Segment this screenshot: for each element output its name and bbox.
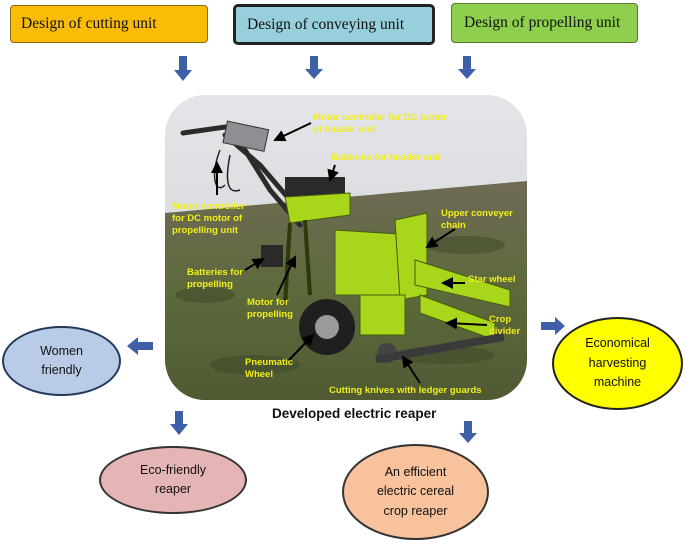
econ-line-2: harvesting <box>588 355 647 370</box>
arrow-right-economical <box>541 317 565 335</box>
eff-line-1: An efficient <box>384 464 447 479</box>
arrow-down-eco <box>170 411 188 435</box>
eco-friendly-ellipse: Eco-friendly reaper <box>99 446 247 514</box>
women-line-2: friendly <box>41 363 82 377</box>
design-propelling-label: Design of propelling unit <box>464 14 621 31</box>
design-conveying-label: Design of conveying unit <box>247 15 405 33</box>
label-motor-header: Motor controller for DC motor of header … <box>313 112 448 135</box>
label-motor-controller-propelling: Motor controller for DC motor of propell… <box>172 201 245 236</box>
reaper-photo: Motor controller for DC motor of header … <box>165 95 527 400</box>
eco-line-2: reaper <box>154 482 192 496</box>
design-cutting-box: Design of cutting unit <box>10 5 208 43</box>
label-batteries-header: Batteries for header unit <box>331 152 441 163</box>
label-star-wheel: Star wheel <box>468 274 516 285</box>
label-pneumatic-wheel: Pneumatic Wheel <box>245 357 294 380</box>
econ-line-1: Economical <box>585 336 650 351</box>
arrow-down-propelling <box>458 56 476 79</box>
eco-line-1: Eco-friendly <box>140 462 206 477</box>
efficient-reaper-ellipse: An efficient electric cereal crop reaper <box>342 444 489 540</box>
arrow-down-efficient <box>459 421 477 443</box>
eff-line-2: electric cereal <box>376 484 455 499</box>
photo-caption: Developed electric reaper <box>272 406 437 421</box>
women-friendly-ellipse: Women friendly <box>2 326 121 396</box>
reaper-illustration <box>165 95 527 400</box>
design-conveying-box: Design of conveying unit <box>233 4 435 45</box>
header-battery-shape <box>285 177 345 199</box>
design-cutting-label: Design of cutting unit <box>21 15 157 32</box>
label-upper-conveyer: Upper conveyer chain <box>441 208 513 231</box>
label-motor-propelling: Motor for propelling <box>247 297 293 320</box>
label-crop-divider: Crop divider <box>489 314 521 337</box>
label-batteries-propelling: Batteries for propelling <box>187 267 243 290</box>
econ-line-3: machine <box>593 375 642 390</box>
photo-pointer-arrows <box>211 122 488 384</box>
eff-line-3: crop reaper <box>383 503 448 518</box>
arrow-left-women <box>127 337 153 355</box>
women-line-1: Women <box>40 343 83 358</box>
arrow-down-conveying <box>305 56 323 79</box>
design-propelling-box: Design of propelling unit <box>451 3 638 43</box>
label-cutting-knives: Cutting knives with ledger guards <box>329 385 482 396</box>
economical-harvesting-ellipse: Economical harvesting machine <box>552 317 683 410</box>
arrow-down-cutting <box>174 56 192 81</box>
